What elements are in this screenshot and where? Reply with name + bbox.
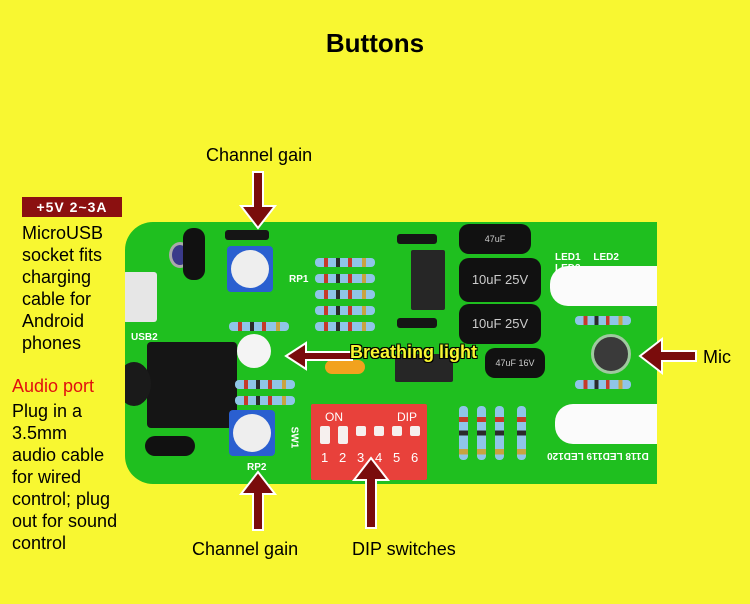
- dip-number: 3: [357, 450, 365, 465]
- pcb-board: USB2 RP1 RP2 SW1 47uF 10uF 25V 10uF 25V …: [125, 222, 657, 484]
- ic-chip: [411, 250, 445, 310]
- led-label: LED2: [593, 252, 619, 263]
- power-badge: +5V 2~3A: [22, 197, 122, 217]
- audio-jack[interactable]: [147, 342, 237, 428]
- audio-description-line: audio cable: [12, 445, 105, 465]
- breathing-light-label: Breathing light: [350, 342, 477, 362]
- resistor: [235, 396, 295, 405]
- resistor: [495, 406, 504, 460]
- diode: [397, 234, 437, 244]
- arrow-up-icon: [238, 470, 278, 531]
- usb-description-line: socket fits: [22, 245, 103, 265]
- audio-description-line: for wired: [12, 467, 82, 487]
- usb-description-line: cable for: [22, 289, 92, 309]
- resistor: [477, 406, 486, 460]
- usb-silkscreen: USB2: [131, 332, 158, 343]
- resistor: [575, 316, 631, 325]
- channel-gain-bottom-label: Channel gain: [192, 539, 299, 559]
- potentiometer-rp1[interactable]: [227, 246, 273, 292]
- dip-number: 4: [375, 450, 383, 465]
- resistor: [315, 306, 375, 315]
- led-label: LED1: [555, 252, 581, 263]
- mic-label: Mic: [703, 347, 731, 367]
- audio-jack-barrel: [125, 362, 151, 406]
- dip-toggle-4[interactable]: [374, 426, 384, 436]
- usb-description-line: charging: [22, 267, 92, 287]
- resistor: [517, 406, 526, 460]
- audio-description-line: control; plug: [12, 489, 111, 509]
- channel-gain-top-label: Channel gain: [206, 145, 313, 165]
- arrow-left-icon: [284, 341, 353, 371]
- resistor: [315, 322, 375, 331]
- resistor: [315, 290, 375, 299]
- dip-brand-label: DIP: [397, 410, 418, 424]
- rp2-silkscreen: RP2: [247, 462, 267, 473]
- micro-usb-socket[interactable]: [125, 272, 157, 322]
- audio-description-line: out for sound: [12, 511, 118, 531]
- led-strip-top: [550, 266, 657, 306]
- led-strip-bottom: [555, 404, 657, 444]
- dip-toggle-2[interactable]: [338, 426, 348, 444]
- dip-on-label: ON: [325, 410, 343, 424]
- led: [237, 334, 271, 368]
- diode: [225, 230, 269, 240]
- arrow-up-icon: [351, 456, 391, 529]
- resistor: [315, 258, 375, 267]
- capacitor: 47uF: [459, 224, 531, 254]
- capacitor: 10uF 25V: [459, 258, 541, 302]
- page-title: Buttons: [325, 28, 425, 58]
- capacitor: [145, 436, 195, 456]
- resistor: [235, 380, 295, 389]
- capacitor: [183, 228, 205, 280]
- audio-description-line: control: [12, 533, 67, 553]
- arrow-left-icon: [638, 336, 697, 376]
- usb-description: MicroUSB socket fits charging cable for …: [22, 222, 103, 354]
- audio-description-line: Plug in a: [12, 401, 83, 421]
- arrow-down-icon: [238, 171, 278, 230]
- usb-description-line: MicroUSB: [22, 223, 104, 243]
- capacitor: 47uF 16V: [485, 348, 545, 378]
- audio-port-description: Plug in a 3.5mm audio cable for wired co…: [12, 400, 117, 554]
- dip-switches-label: DIP switches: [352, 539, 456, 559]
- capacitor: 10uF 25V: [459, 304, 541, 344]
- dip-toggle-1[interactable]: [320, 426, 330, 444]
- dip-number: 6: [411, 450, 419, 465]
- microphone: [591, 334, 631, 374]
- dip-number: 5: [393, 450, 401, 465]
- potentiometer-rp2[interactable]: [229, 410, 275, 456]
- audio-port-heading: Audio port: [12, 376, 95, 396]
- dip-toggle-3[interactable]: [356, 426, 366, 436]
- ic-chip: [395, 354, 453, 382]
- usb-description-line: phones: [22, 333, 82, 353]
- dip-toggle-6[interactable]: [410, 426, 420, 436]
- diode: [397, 318, 437, 328]
- resistor: [229, 322, 289, 331]
- dip-number: 1: [321, 450, 329, 465]
- usb-description-line: Android: [22, 311, 85, 331]
- dip-number: 2: [339, 450, 347, 465]
- rp1-silkscreen: RP1: [289, 274, 309, 285]
- resistor: [459, 406, 468, 460]
- dip-toggle-5[interactable]: [392, 426, 402, 436]
- resistor: [315, 274, 375, 283]
- audio-description-line: 3.5mm: [12, 423, 68, 443]
- breathing-led: [325, 360, 365, 374]
- resistor: [575, 380, 631, 389]
